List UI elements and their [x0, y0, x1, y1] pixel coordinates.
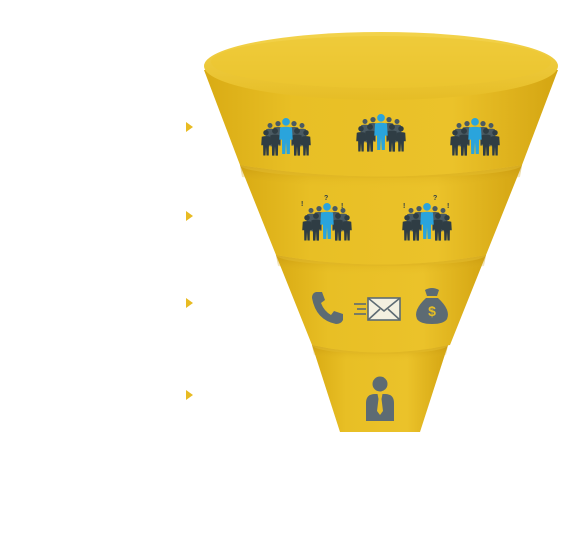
email-icon — [354, 297, 401, 321]
svg-text:$: $ — [428, 303, 436, 319]
phone-icon — [312, 292, 343, 324]
funnel-tier-awareness — [204, 32, 558, 177]
svg-text:?: ? — [324, 195, 328, 202]
customer-bullet-arrow — [186, 390, 193, 400]
contact-bullet-arrow — [186, 298, 193, 308]
svg-text:!: ! — [341, 203, 343, 210]
svg-text:?: ? — [433, 195, 437, 202]
awareness-bullet-arrow — [186, 122, 193, 132]
interest-bullet-arrow — [186, 211, 193, 221]
questioning-crowd-icon: ! ? ! — [402, 195, 452, 241]
questioning-crowd-icon: ! ? ! — [301, 195, 352, 241]
svg-text:!: ! — [301, 201, 303, 208]
svg-text:!: ! — [403, 203, 405, 210]
svg-text:!: ! — [447, 203, 449, 210]
money-bag-icon: $ — [416, 288, 448, 324]
customer-icon — [366, 376, 394, 421]
